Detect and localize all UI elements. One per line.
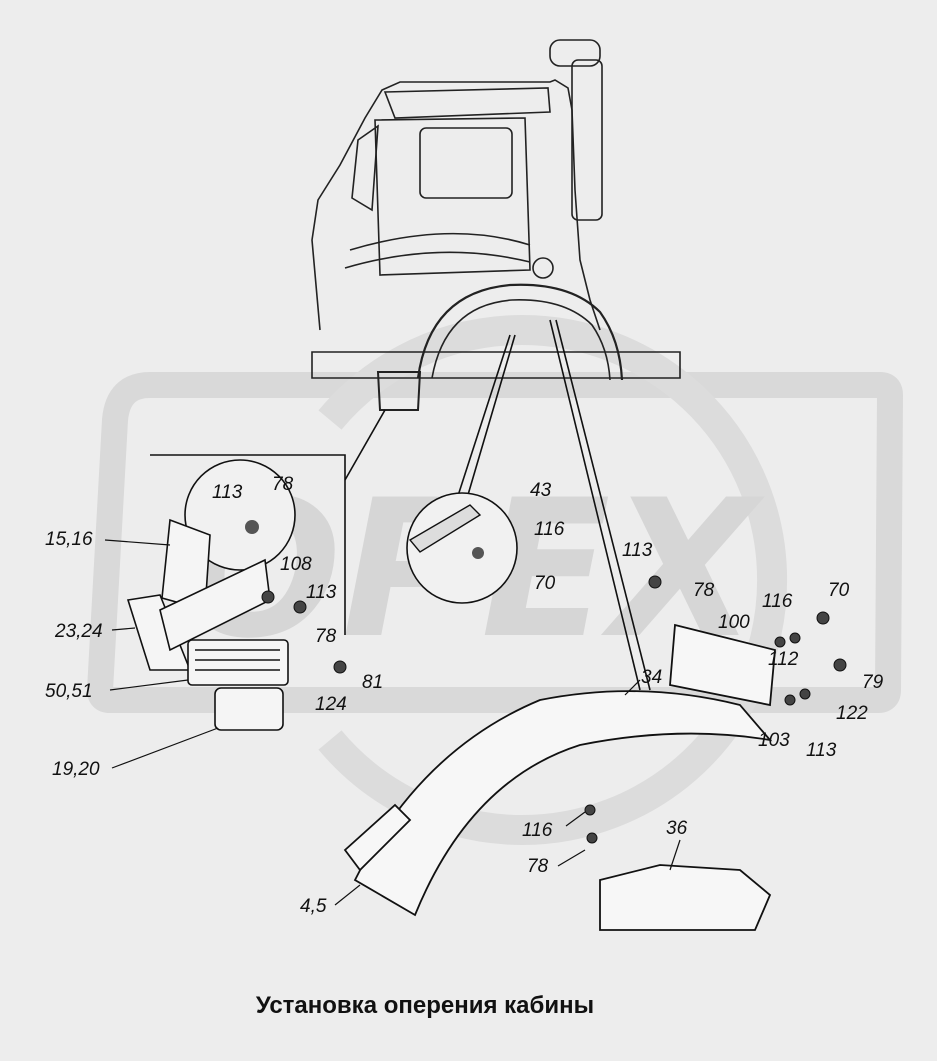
bolt-icon <box>648 575 662 589</box>
step-tread-50-51 <box>187 639 289 686</box>
fuel-cap <box>532 257 554 279</box>
callout-50-51: 50,51 <box>45 681 93 702</box>
callout-113-a: 113 <box>212 482 243 503</box>
leader-23-24 <box>111 627 136 631</box>
callout-112: 112 <box>768 649 799 670</box>
detail-circle-left <box>184 459 296 571</box>
cab-step-small <box>376 371 422 411</box>
leader-15-16 <box>104 539 171 546</box>
mudflap-36 <box>599 864 772 931</box>
fender-mount-bracket <box>343 803 412 872</box>
callout-4-5: 4,5 <box>300 896 327 917</box>
step-assembly <box>126 518 289 731</box>
callout-108: 108 <box>280 554 312 575</box>
bolt-icon <box>293 600 307 614</box>
callout-19-20: 19,20 <box>52 759 100 780</box>
leader-4-5 <box>334 884 361 906</box>
fender-assembly <box>343 623 776 931</box>
leader-arch-4 <box>555 319 651 691</box>
callout-81: 81 <box>362 672 383 693</box>
cab-roof <box>383 87 551 119</box>
bolt-icon <box>833 658 847 672</box>
bolt-icon <box>816 611 830 625</box>
callout-78-c: 78 <box>693 580 715 601</box>
leader-34 <box>624 679 641 696</box>
leader-lines <box>150 319 651 691</box>
callout-79: 79 <box>862 672 884 693</box>
cab-door-stripe-2 <box>344 251 531 269</box>
callout-34: 34 <box>641 667 662 688</box>
callout-23-24: 23,24 <box>54 621 103 642</box>
diagram-caption: Установка оперения кабины <box>255 992 595 1019</box>
callout-70-b: 70 <box>828 580 850 601</box>
leader-arch-3 <box>549 319 641 691</box>
bolt-icon <box>586 832 598 844</box>
exhaust-pipe <box>571 59 603 221</box>
callout-43: 43 <box>530 480 552 501</box>
step-lower-19-20 <box>214 687 284 731</box>
callout-15-16: 15,16 <box>45 529 93 550</box>
callout-103: 103 <box>758 730 790 751</box>
cab-side-window <box>419 127 513 199</box>
callout-labels: 15,16 23,24 50,51 19,20 113 78 108 113 7… <box>45 474 884 917</box>
leader-36 <box>669 839 681 871</box>
cab-door <box>374 117 531 276</box>
leader-116-c <box>565 811 586 827</box>
callout-116-a: 116 <box>534 519 565 540</box>
bolt-icon <box>784 694 796 706</box>
detail-left-bolt <box>245 520 259 534</box>
leader-50-51 <box>109 679 189 691</box>
callout-78-a: 78 <box>272 474 294 495</box>
truck-cab-illustration <box>311 39 681 411</box>
callout-122: 122 <box>836 703 868 724</box>
cab-front-window <box>351 124 379 212</box>
callout-113-c: 113 <box>622 540 653 561</box>
callout-100: 100 <box>718 612 750 633</box>
callout-116-c: 116 <box>522 820 553 841</box>
callout-78-d: 78 <box>527 856 549 877</box>
callout-113-d: 113 <box>806 740 837 761</box>
cab-wheel-arch <box>416 283 624 381</box>
callout-70-a: 70 <box>534 573 556 594</box>
bolt-icon <box>584 804 596 816</box>
bolt-icon <box>799 688 811 700</box>
detail-mid-flange <box>408 504 482 553</box>
leader-bracket <box>150 454 346 635</box>
detail-mid-bolt <box>472 547 484 559</box>
watermark-gear <box>318 315 788 845</box>
leader-arch-2 <box>464 334 516 506</box>
fender-4-5 <box>353 690 773 917</box>
callout-78-b: 78 <box>315 626 337 647</box>
leader-arch-1 <box>454 334 511 506</box>
leader-19-20 <box>111 727 219 769</box>
leader-step-line <box>344 409 386 481</box>
callout-113-b: 113 <box>306 582 337 603</box>
callout-leaders <box>104 539 681 906</box>
callout-124: 124 <box>315 694 347 715</box>
leader-78-d <box>557 849 586 867</box>
callout-116-b: 116 <box>762 591 793 612</box>
cab-door-stripe <box>349 232 531 251</box>
bolt-icon <box>789 632 801 644</box>
mudflap-bracket-34 <box>669 623 776 707</box>
exhaust-cap <box>549 39 601 67</box>
cab-wheel-arch-inner <box>431 299 611 381</box>
step-tread-grid <box>195 649 280 671</box>
detail-circle-mid <box>406 492 518 604</box>
bolt-icon <box>261 590 275 604</box>
fasteners <box>261 575 847 844</box>
bolt-icon <box>774 636 786 648</box>
cab-body <box>311 79 601 331</box>
watermark-frame <box>86 372 904 713</box>
callout-36: 36 <box>666 818 688 839</box>
bolt-icon <box>333 660 347 674</box>
